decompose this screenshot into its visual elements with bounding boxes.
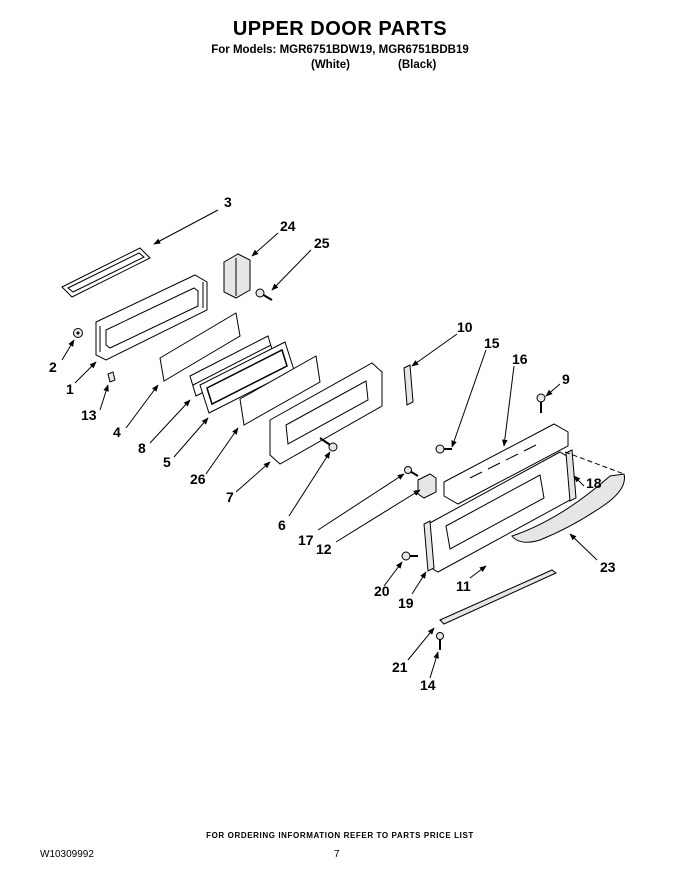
part-1-inner-frame — [95, 274, 208, 361]
callout-19: 19 — [398, 595, 414, 611]
page-number: 7 — [334, 849, 340, 860]
part-14-screw — [436, 632, 444, 650]
ordering-note: FOR ORDERING INFORMATION REFER TO PARTS … — [206, 831, 474, 840]
part-21-bottom-trim — [439, 569, 557, 625]
callout-4: 4 — [113, 424, 121, 440]
callout-12: 12 — [316, 541, 332, 557]
page-title: UPPER DOOR PARTS — [232, 18, 448, 40]
part-6-screw — [319, 437, 338, 452]
part-3-gasket — [61, 247, 151, 298]
callout-24: 24 — [280, 218, 296, 234]
leader-lines — [61, 209, 598, 679]
part-20-screw — [401, 551, 418, 561]
part-7-outer-panel — [269, 362, 383, 465]
callout-25: 25 — [314, 235, 330, 251]
color-label-white: (White) — [311, 59, 350, 71]
callout-6: 6 — [278, 517, 286, 533]
part-24-hinge-bracket — [223, 253, 251, 299]
part-2-screw — [73, 328, 83, 338]
models-line: For Models: MGR6751BDW19, MGR6751BDB19 — [211, 44, 469, 56]
callout-3: 3 — [224, 194, 232, 210]
part-4-glass — [159, 312, 241, 382]
callout-5: 5 — [163, 454, 171, 470]
callout-14: 14 — [420, 677, 436, 693]
callout-labels: 3 2 1 13 4 8 5 26 7 6 24 25 10 15 16 9 1… — [49, 194, 616, 693]
part-10-bracket — [403, 364, 414, 406]
callout-11: 11 — [456, 578, 471, 594]
part-17-screw — [404, 466, 419, 477]
callout-23: 23 — [600, 559, 616, 575]
callout-2: 2 — [49, 359, 57, 375]
part-23-handle — [511, 451, 625, 543]
callout-20: 20 — [374, 583, 390, 599]
callout-13: 13 — [81, 407, 97, 423]
part-15-screw — [435, 444, 452, 454]
part-25-screw — [255, 288, 273, 301]
callout-15: 15 — [484, 335, 500, 351]
part-18-end-cap — [565, 449, 577, 502]
callout-9: 9 — [562, 371, 570, 387]
callout-26: 26 — [190, 471, 206, 487]
color-label-black: (Black) — [398, 59, 437, 71]
part-9-screw — [536, 393, 546, 413]
callout-18: 18 — [586, 475, 602, 491]
callout-17: 17 — [298, 532, 314, 548]
callout-8: 8 — [138, 440, 146, 456]
part-19-side-trim — [423, 520, 435, 572]
callout-1: 1 — [66, 381, 74, 397]
part-13-clip — [107, 371, 116, 383]
callout-7: 7 — [226, 489, 234, 505]
callout-16: 16 — [512, 351, 528, 367]
callout-21: 21 — [392, 659, 408, 675]
part-26-glass — [239, 355, 321, 426]
part-12-hinge-block — [417, 473, 437, 499]
part-16-vent-channel — [443, 423, 569, 505]
document-number: W10309992 — [40, 849, 94, 860]
callout-10: 10 — [457, 319, 473, 335]
